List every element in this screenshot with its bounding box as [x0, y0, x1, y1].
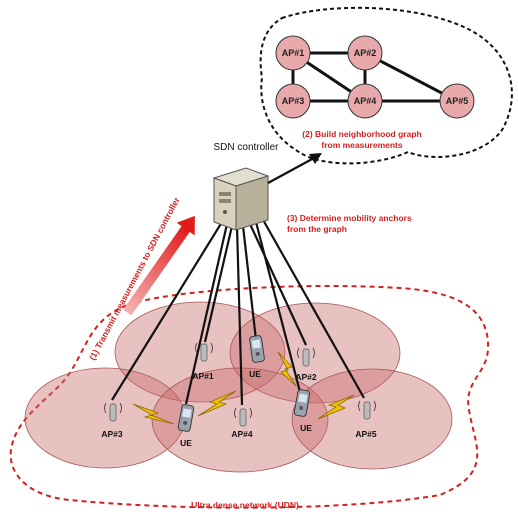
phone-icon-ue3	[293, 389, 311, 417]
graph-node-label: AP#4	[354, 96, 377, 106]
graph-node-ap5: AP#5	[439, 83, 475, 119]
link-ue3	[254, 221, 302, 393]
ap-label: AP#2	[295, 372, 317, 382]
transmit-arrow	[123, 215, 195, 316]
lightning-icon	[277, 351, 297, 387]
ap-icon-1	[195, 342, 213, 362]
coverage-cells	[24, 301, 453, 473]
link-ap5	[261, 217, 365, 399]
ap-label: AP#5	[355, 429, 377, 439]
graph-node-ap4: AP#4	[347, 83, 383, 119]
ap-icon-2	[297, 347, 315, 367]
lightning-icons	[132, 351, 355, 425]
graph-node-ap2: AP#2	[347, 35, 383, 71]
link-ap3	[111, 221, 223, 401]
arrow-to-graph	[267, 153, 322, 184]
ap-label: AP#3	[101, 429, 123, 439]
lightning-icon	[197, 390, 237, 417]
udn-caption: Ultra dense network (UDN)	[191, 500, 299, 510]
graph-node-ap1: AP#1	[275, 35, 311, 71]
graph-node-label: AP#2	[354, 48, 377, 58]
lightning-icon	[132, 403, 175, 425]
step3-caption-line2: from the graph	[287, 224, 347, 234]
graph-node-label: AP#3	[282, 96, 305, 106]
link-ue1	[184, 223, 229, 405]
graph-node-label: AP#5	[446, 96, 469, 106]
ue-label: UE	[249, 369, 261, 379]
step3-caption-line1: (3) Determine mobility anchors	[287, 213, 412, 223]
graph-cloud-outline	[259, 6, 513, 165]
ap-icon-3	[104, 402, 122, 422]
cell-ap2	[229, 302, 401, 404]
controller-links	[111, 217, 365, 406]
sdn-controller-icon	[212, 167, 270, 231]
lightning-icon	[317, 394, 355, 420]
ap-label: AP#4	[231, 429, 253, 439]
link-ue2	[241, 225, 258, 341]
sdn-controller-label: SDN controller	[213, 142, 279, 153]
graph-node-label: AP#1	[282, 48, 305, 58]
phone-icon-ue2	[249, 335, 265, 363]
link-ap2	[249, 223, 307, 346]
link-ap4	[235, 225, 244, 406]
ap-icon-4	[234, 407, 252, 427]
ap-label: AP#1	[192, 371, 214, 381]
ue-label: UE	[300, 423, 312, 433]
graph-node-ap3: AP#3	[275, 83, 311, 119]
step2-caption-line1: (2) Build neighborhood graph	[302, 129, 421, 139]
ue-label: UE	[180, 438, 192, 448]
ap-icon-5	[358, 400, 376, 420]
phone-icon-ue1	[177, 404, 195, 432]
link-ap1	[203, 225, 234, 343]
cell-ap5	[291, 368, 453, 470]
step2-caption-line2: from measurements	[321, 140, 403, 150]
